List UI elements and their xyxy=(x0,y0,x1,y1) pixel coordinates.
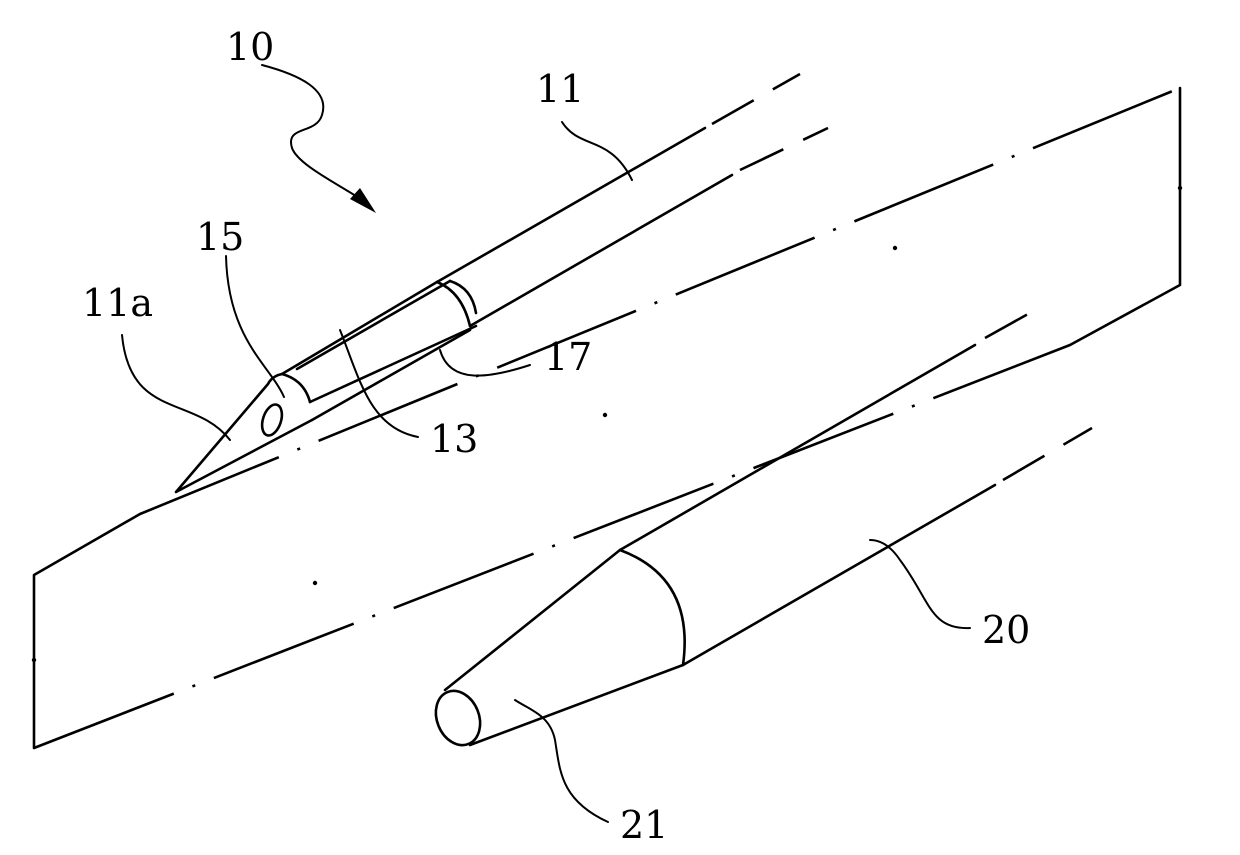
arrow-head xyxy=(350,188,376,213)
label-11a: 11a xyxy=(82,281,153,325)
slot-bottom-edge xyxy=(310,326,476,402)
label-13: 13 xyxy=(430,417,478,461)
label-10: 10 xyxy=(226,25,274,69)
needle xyxy=(176,74,828,492)
plane-center-dot-2 xyxy=(603,413,607,417)
plane-center-dot-3 xyxy=(893,246,897,250)
sheath xyxy=(428,314,1092,752)
plane-center-dot-4 xyxy=(1178,186,1182,190)
slot-left-end xyxy=(282,374,310,402)
arrow-wavy-line xyxy=(262,65,362,200)
needle-lower-line xyxy=(470,175,732,326)
leader-17 xyxy=(440,350,530,376)
label-15: 15 xyxy=(196,215,244,259)
needle-side-hole xyxy=(258,402,285,438)
leader-11a xyxy=(122,335,230,440)
sheath-lower-dashed xyxy=(1003,428,1092,480)
leader-20 xyxy=(870,540,970,628)
sheath-cone-lower xyxy=(470,665,683,745)
needle-upper-dashed xyxy=(712,74,800,124)
leader-21 xyxy=(515,700,608,822)
needle-upper-line xyxy=(437,128,705,282)
plane-center-dot-5 xyxy=(32,658,36,662)
sheath-upper-dashed xyxy=(985,314,1028,338)
sheath-upper-line xyxy=(620,345,975,550)
slot-top-edge xyxy=(282,282,437,374)
label-11: 11 xyxy=(536,67,584,111)
assembly-arrow xyxy=(262,65,376,213)
sheath-cone-upper xyxy=(445,550,620,690)
needle-bevel xyxy=(176,374,312,492)
needle-lower-dashed xyxy=(740,128,828,170)
label-21: 21 xyxy=(620,803,668,847)
sheath-cone-junction xyxy=(620,550,685,665)
label-20: 20 xyxy=(982,608,1030,652)
label-17: 17 xyxy=(544,335,592,379)
leader-11 xyxy=(562,122,632,180)
plane-top-edge xyxy=(140,88,1180,514)
sheath-lower-line xyxy=(683,485,995,665)
plane-bottom-edge xyxy=(34,345,1070,748)
plane-center-dot-1 xyxy=(313,581,317,585)
